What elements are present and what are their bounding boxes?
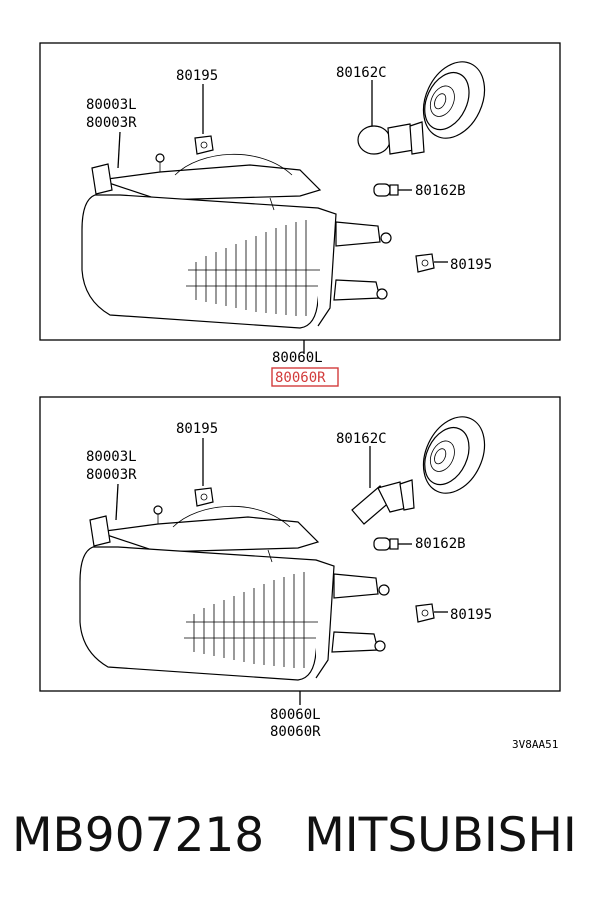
bulb-icon [357,121,425,155]
screw-label-side: 80195 [450,257,492,273]
lamp-label-l: 80003L [86,97,137,113]
screw-label-top-bottom: 80195 [176,421,218,437]
small-bulb-icon-bottom [373,537,399,551]
headlamp-drawing-bottom [79,505,390,681]
reflector-ring-icon [411,51,497,149]
small-bulb-label: 80162B [415,183,466,199]
diagram-bottom: 80195 80003L 80003R 80162C 80162B 80195 … [39,396,561,751]
bulb-label-bottom: 80162C [336,431,387,447]
diagram-top-frame [39,42,561,341]
lamp-label-r: 80003R [86,115,137,131]
small-bulb-icon [373,183,399,197]
part-number: MB907218 [12,808,265,863]
side-screw-icon [415,253,435,273]
diagram-top: 80195 80003L 80003R 80162C 80162B 80195 … [39,42,561,387]
screw-icon-bottom [194,487,214,507]
screw-label-top: 80195 [176,68,218,84]
brand-name: MITSUBISHI [304,808,577,863]
highlight-box [271,367,339,387]
headlamp-drawing [81,153,392,329]
footer-caption: MB907218 MITSUBISHI [12,808,592,878]
bulb-label: 80162C [336,65,387,81]
lamp-label-r-bottom: 80003R [86,467,137,483]
assembly-label-r-bottom: 80060R [270,724,321,740]
diagram-code: 3V8AA51 [512,738,558,751]
reflector-ring-icon-bottom [411,406,497,504]
assembly-label-r: 80060R [275,370,326,386]
bulb-icon-bottom [351,479,415,525]
screw-icon [194,135,214,155]
side-screw-icon-bottom [415,603,435,623]
lamp-label-l-bottom: 80003L [86,449,137,465]
assembly-label-l: 80060L [272,350,323,366]
assembly-label-l-bottom: 80060L [270,707,321,723]
screw-label-side-bottom: 80195 [450,607,492,623]
small-bulb-label-bottom: 80162B [415,536,466,552]
